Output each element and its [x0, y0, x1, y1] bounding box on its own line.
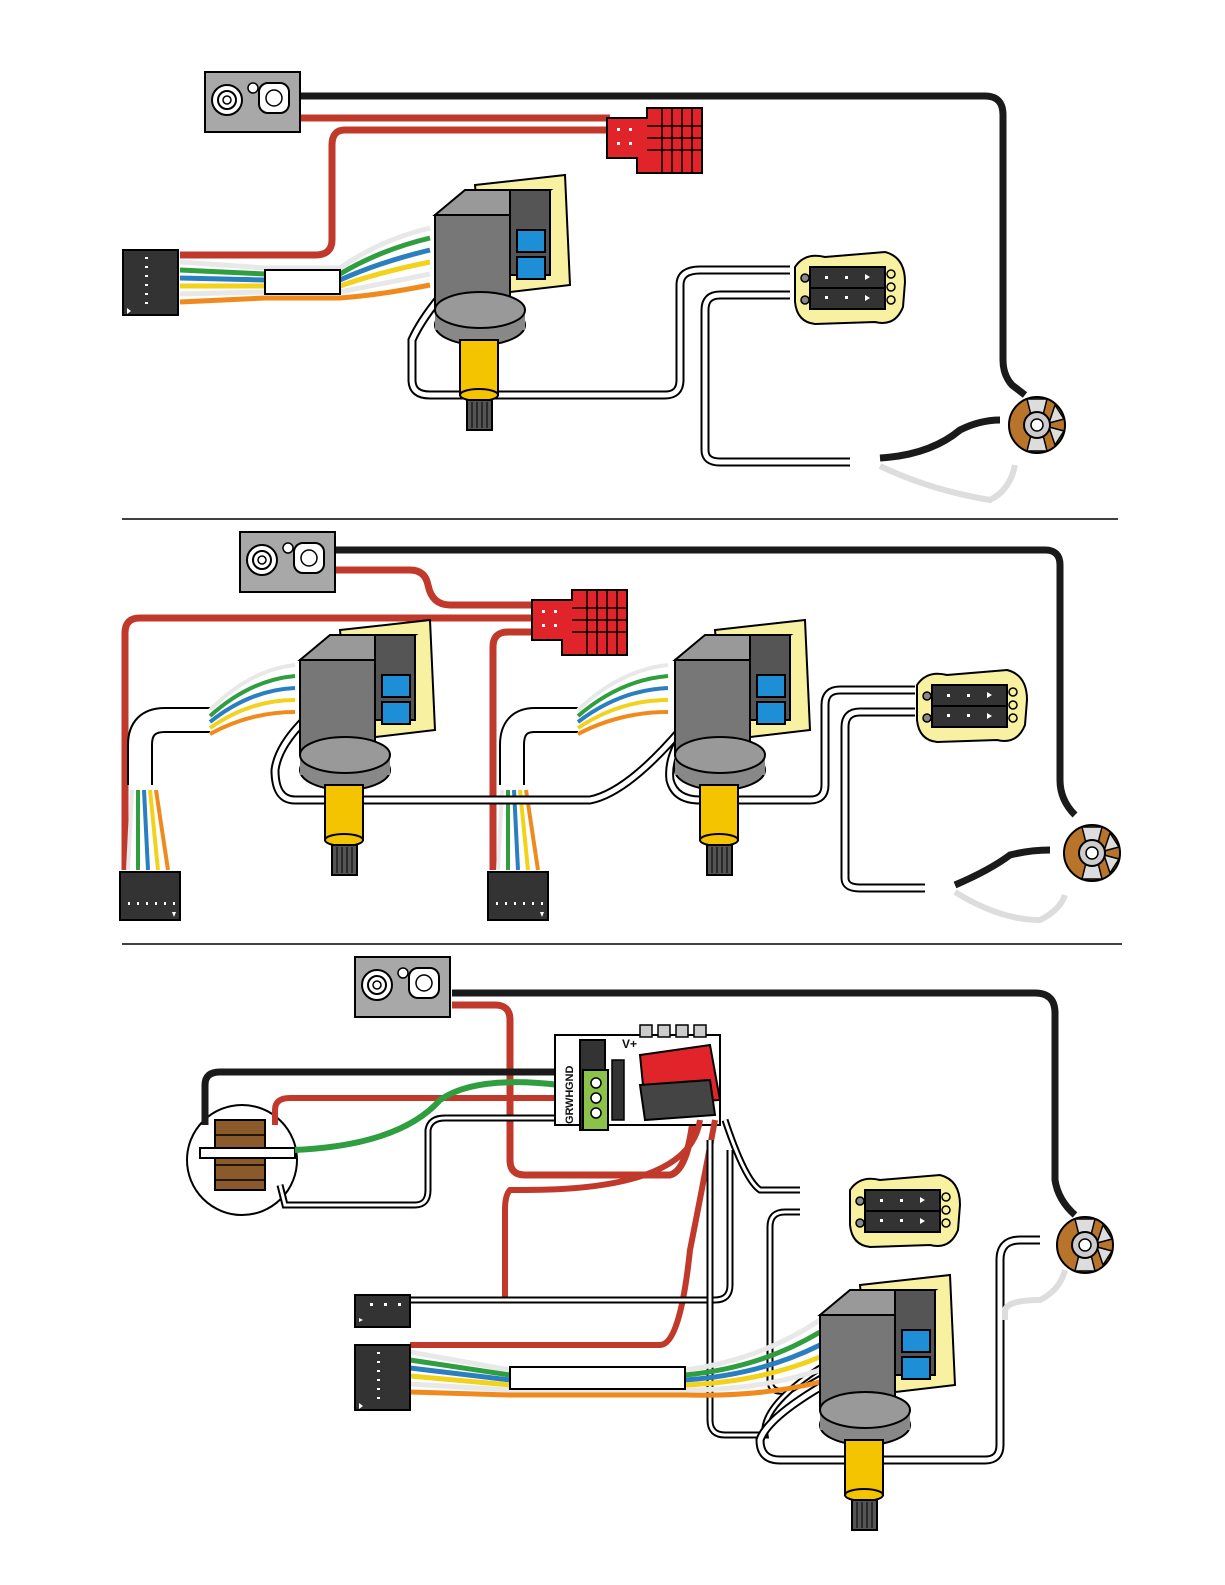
red-wire [330, 570, 535, 605]
shield-wire [955, 892, 1065, 920]
white-board-wire [725, 1120, 800, 1190]
output-jack-plate-icon [355, 957, 450, 1017]
heat-shrink-sleeve [265, 270, 340, 294]
push-pull-pot-icon [300, 620, 435, 875]
stereo-jack-icon [1009, 397, 1065, 453]
diagram-section-2 [120, 532, 1120, 920]
black-jack-wire [880, 420, 1000, 458]
black-output-wire [452, 993, 1075, 1215]
output-jack-plate-icon [240, 532, 335, 592]
output-jack-plate-icon [205, 72, 300, 132]
red-wire-header [505, 1120, 700, 1300]
stereo-jack-icon [1064, 825, 1120, 881]
push-pull-pot-icon [820, 1275, 955, 1530]
terminal-label-gnd: GND [564, 1066, 576, 1091]
diagram-section-1 [123, 72, 1065, 500]
push-pull-pot-icon [675, 620, 810, 875]
diagram-section-3: GND WH GR V+ [187, 957, 1113, 1530]
header-connector-icon [123, 250, 178, 315]
stereo-jack-icon [1057, 1217, 1113, 1273]
pickup-board-icon [917, 670, 1027, 742]
power-label-vplus: V+ [622, 1037, 637, 1051]
heat-shrink-sleeve [510, 1367, 685, 1389]
pickup-board-icon [795, 252, 905, 324]
terminal-label-gr: GR [564, 1107, 576, 1124]
black-jack-wire [955, 850, 1050, 885]
header-connector-icon [488, 872, 548, 920]
red-wire-lower [410, 1120, 715, 1345]
buffer-board-icon: GND WH GR V+ [555, 1025, 720, 1130]
pickup-board-icon [850, 1175, 960, 1247]
red-connector-icon [532, 590, 627, 655]
shield-wire [880, 465, 1015, 500]
red-connector-icon [607, 108, 702, 173]
small-header-connector-icon [355, 1295, 410, 1327]
header-connector-icon [120, 872, 180, 920]
header-connector-icon [355, 1345, 410, 1410]
colored-wire-bundle [128, 665, 295, 870]
white-jack-wire [845, 712, 925, 888]
shield-wire [1005, 1270, 1065, 1320]
terminal-label-wh: WH [564, 1090, 576, 1108]
